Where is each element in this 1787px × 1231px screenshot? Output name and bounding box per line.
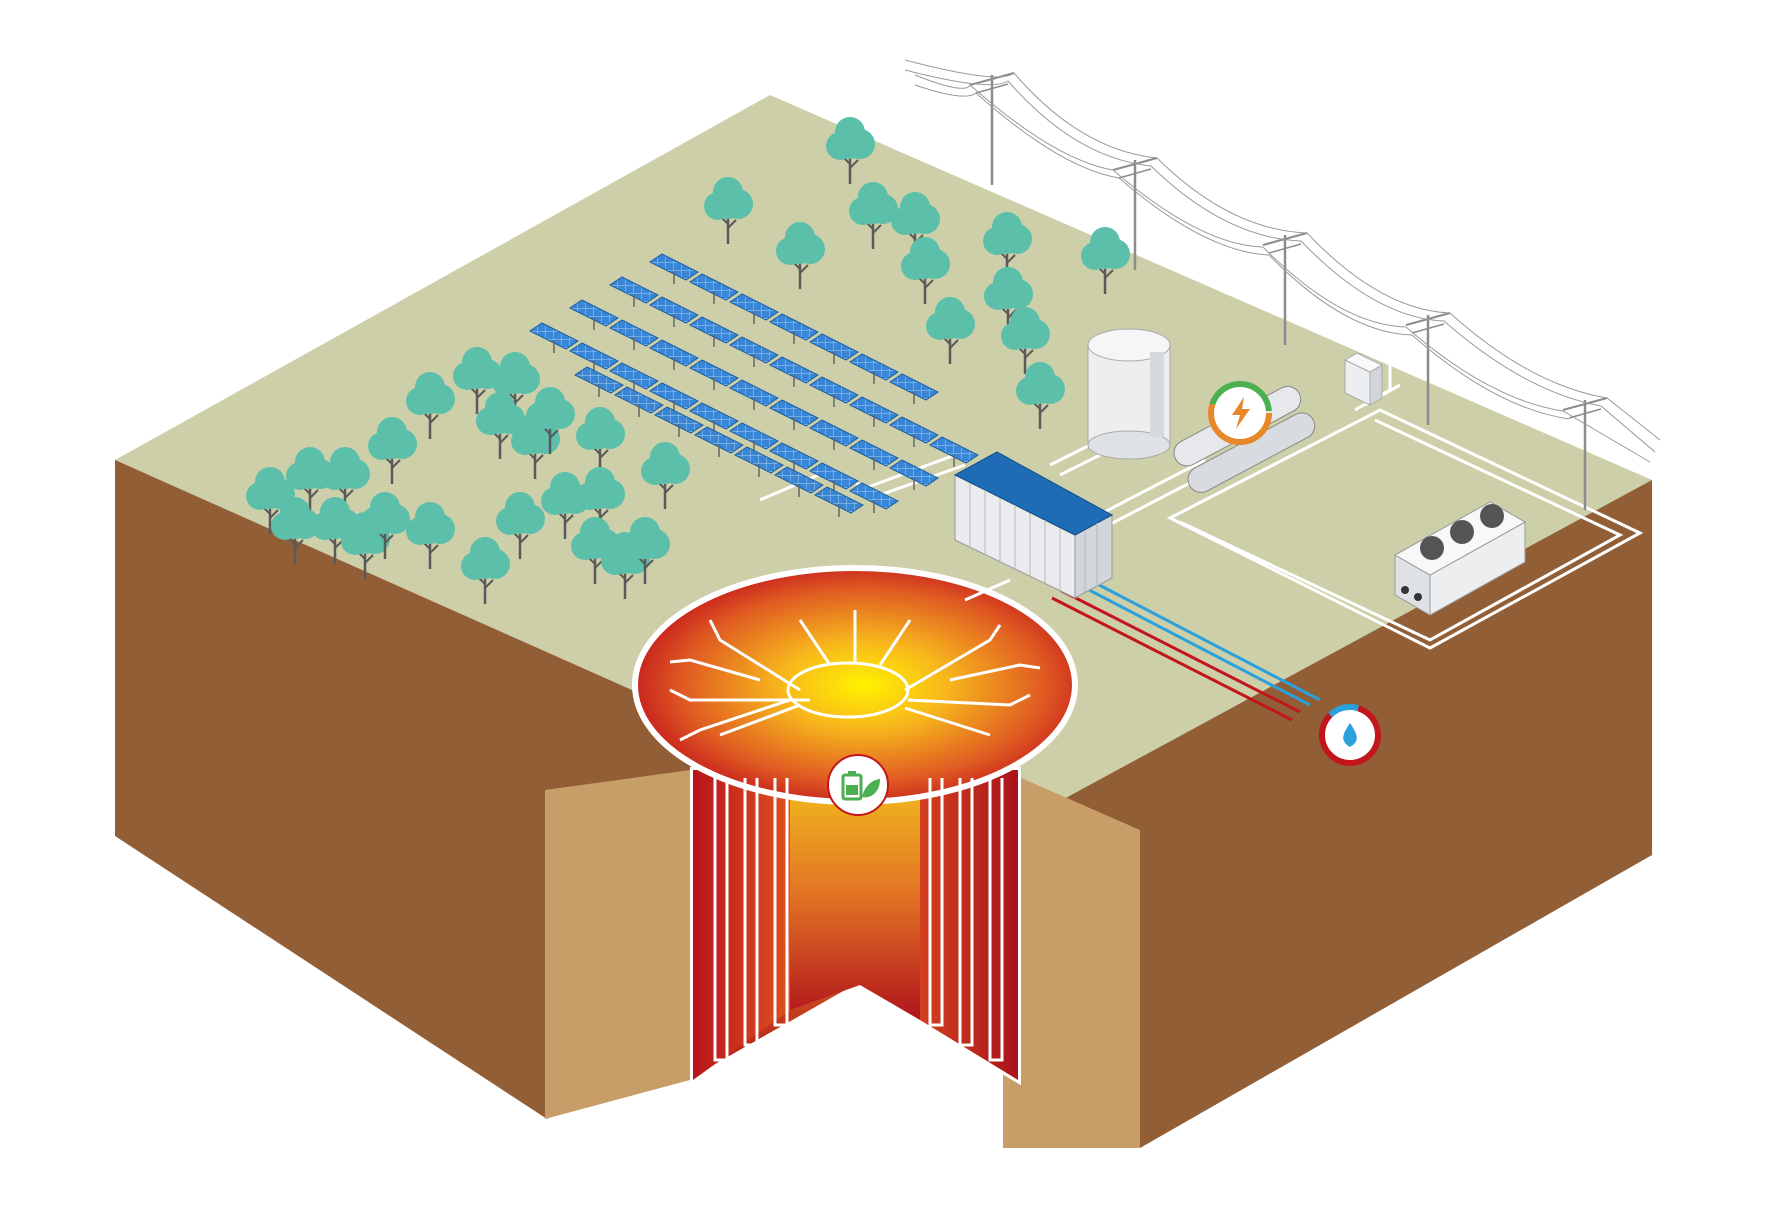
transformer-box xyxy=(1343,352,1384,406)
storage-tank xyxy=(1087,328,1171,460)
battery-leaf-icon xyxy=(827,754,889,816)
water-drop-cycle-icon xyxy=(1319,704,1381,766)
soil-right-inner xyxy=(1003,770,1140,1148)
soil-left-inner xyxy=(545,770,690,1119)
dry-cooler-unit xyxy=(1393,501,1527,616)
lightning-recycle-icon xyxy=(1208,381,1272,445)
power-line xyxy=(904,59,1661,512)
energy-container xyxy=(953,451,1114,599)
thermal-storage-shaft xyxy=(632,565,1078,1086)
